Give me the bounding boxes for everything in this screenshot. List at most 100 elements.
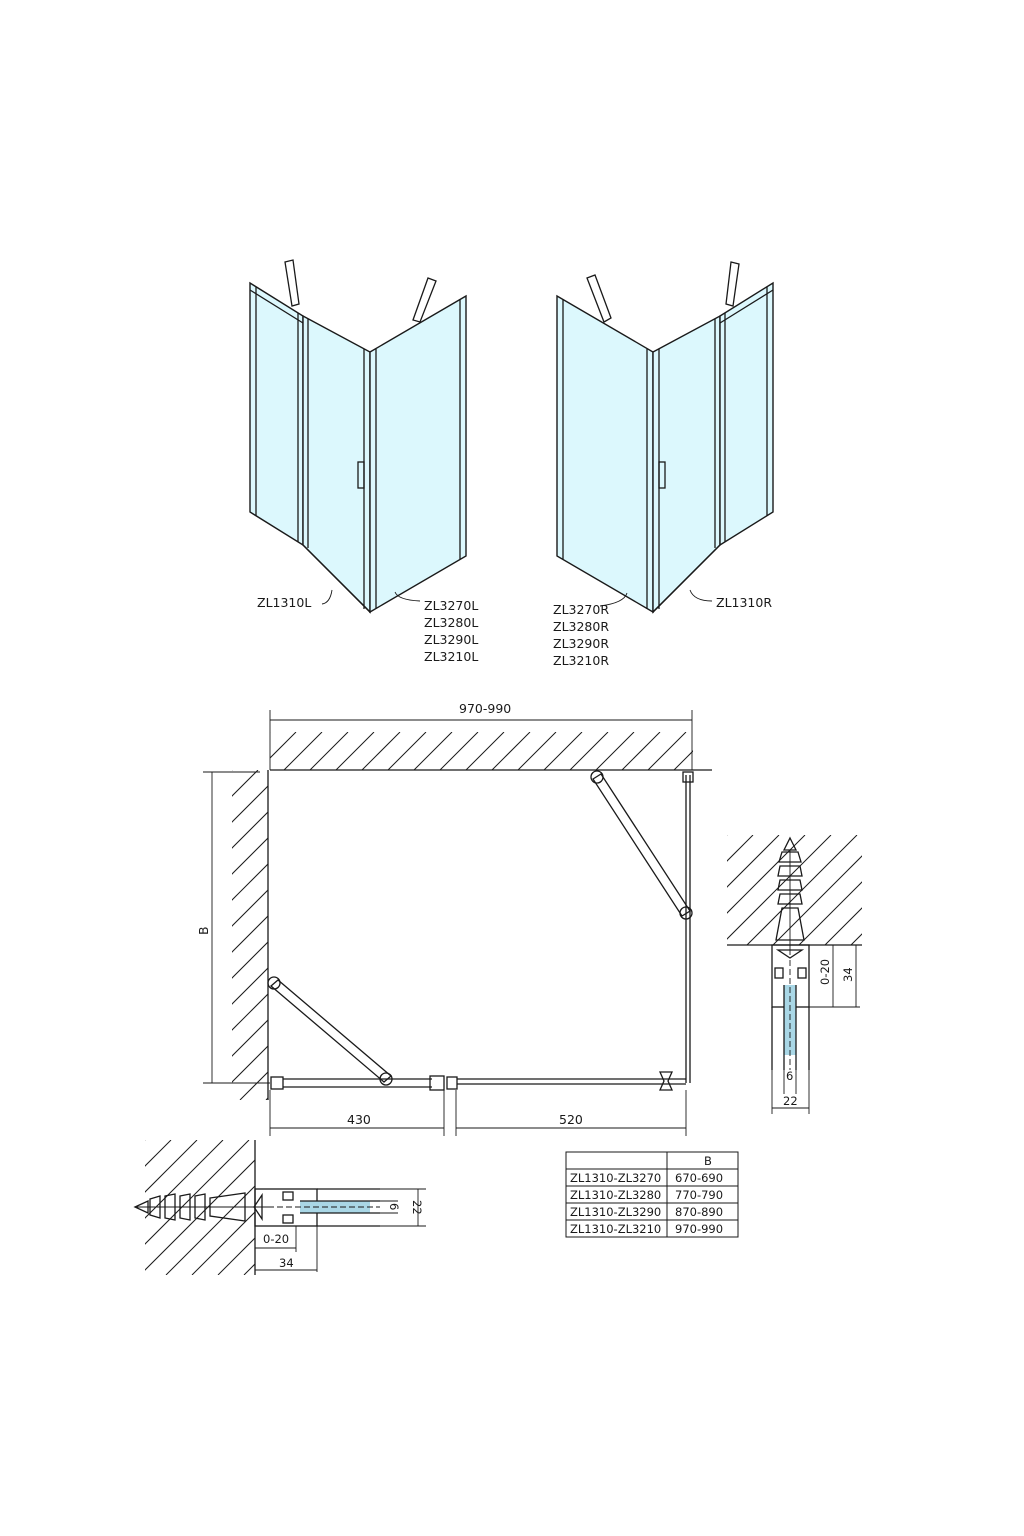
leader-line [394, 591, 421, 602]
hatch-line [726, 732, 764, 770]
plan-view: 970-990 B 430 520 [196, 701, 830, 1136]
hatch-line [727, 835, 754, 862]
hatch-line [413, 732, 453, 770]
table-cell-model: ZL1310-ZL3210 [570, 1222, 661, 1236]
wall-profile-detail-vertical: 0-20 34 6 22 [727, 835, 1024, 1114]
hatch-line [500, 770, 830, 1100]
hatch-line [929, 835, 1024, 945]
size-table: B ZL1310-ZL3270 670-690 ZL1310-ZL3280 77… [565, 1151, 739, 1238]
right-door-label: ZL1310R [716, 595, 772, 610]
door-handle [658, 461, 666, 489]
side-glass-panel [369, 294, 467, 614]
hatch-line [543, 732, 583, 770]
hatch-line [877, 835, 987, 945]
detail-b-adjust-dimension: 0-20 [263, 1232, 289, 1246]
hatch-line [232, 889, 268, 927]
hatch-line [344, 770, 674, 1100]
door-glass-panel [652, 314, 721, 614]
wall-anchor [775, 836, 805, 959]
door-handle-plan [658, 1071, 674, 1091]
hatch-line [335, 732, 375, 770]
stabilizer-clamp [679, 906, 693, 920]
hatch-line [145, 1140, 146, 1141]
left-version-view [249, 259, 467, 614]
left-panel-label-3: ZL3290L [424, 632, 478, 647]
wall-profile-detail-horizontal: 6 22 0-20 34 [133, 1140, 426, 1275]
stabilizer-mount [267, 976, 281, 990]
hatch-line [232, 837, 268, 875]
table-cell-model: ZL1310-ZL3270 [570, 1171, 661, 1185]
hatch-line [232, 770, 259, 797]
detail-depth-dimension: 34 [841, 967, 855, 982]
stabilizer-bar-plan [269, 979, 393, 1083]
door-glass-panel [302, 314, 371, 614]
hatch-line [232, 941, 268, 979]
detail-b-depth-dimension: 34 [279, 1256, 294, 1270]
detail-b-profile-dimension: 22 [410, 1200, 424, 1215]
wall-profile [682, 771, 694, 783]
hatch-line [569, 732, 609, 770]
detail-profile-dimension: 22 [783, 1094, 798, 1108]
top-wall-hatch [270, 732, 764, 770]
hatch-line [439, 732, 479, 770]
hatch-line [145, 1140, 224, 1219]
hatch-line [798, 881, 862, 945]
hatch-line [700, 732, 738, 770]
hatch-line [727, 835, 780, 888]
leader-line [321, 589, 333, 605]
right-version-view [556, 261, 774, 614]
table-cell-size: 670-690 [675, 1171, 723, 1185]
left-panel-label-1: ZL3270L [424, 598, 478, 613]
depth-dimension: B [196, 926, 211, 935]
left-panel-label-2: ZL3280L [424, 615, 478, 630]
left-panel-label-4: ZL3210L [424, 649, 478, 664]
right-panel-label-2: ZL3280R [553, 619, 609, 634]
hatch-line [145, 1140, 198, 1193]
hatch-line [232, 1045, 268, 1083]
stabilizer-mount [590, 770, 604, 784]
right-panel-label-4: ZL3210R [553, 653, 609, 668]
table-cell-size: 770-790 [675, 1188, 723, 1202]
hatch-line [165, 1185, 255, 1275]
hatch-line [318, 770, 648, 1100]
right-panel-label-1: ZL3270R [553, 602, 609, 617]
hatch-line [239, 1071, 268, 1100]
hatch-line [621, 732, 661, 770]
hatch-line [232, 993, 268, 1031]
hatch-line [217, 1237, 255, 1275]
hatch-line [191, 1211, 255, 1275]
hatch-line [727, 835, 806, 914]
table-header-b: B [704, 1154, 712, 1168]
fixed-glass-panel [249, 281, 304, 547]
hatch-line [387, 732, 427, 770]
stabilizer-bar [412, 277, 437, 323]
hatch-line [232, 811, 268, 849]
hatch-line [270, 732, 297, 759]
hatch-line [283, 732, 323, 770]
hatch-line [370, 770, 700, 1100]
hatch-line [448, 770, 778, 1100]
detail-glass-dimension: 6 [786, 1069, 793, 1083]
detail-b-glass-dimension: 6 [387, 1203, 401, 1210]
hatch-line [270, 732, 271, 733]
hatch-line [772, 855, 862, 945]
overall-width-dimension: 970-990 [459, 701, 511, 716]
hatch-line [145, 1140, 250, 1245]
hatch-line [850, 933, 862, 945]
left-door-label: ZL1310L [257, 595, 311, 610]
hatch-line [422, 770, 752, 1100]
hatch-line [145, 1159, 255, 1271]
hatch-line [673, 750, 693, 770]
leader-line [599, 592, 628, 607]
left-segment-dimension: 430 [347, 1112, 371, 1127]
fixed-glass-panel [719, 281, 774, 547]
table-cell-size: 970-990 [675, 1222, 723, 1236]
hatch-line [955, 835, 1024, 945]
hatch-line [232, 785, 268, 823]
hatch-line [647, 732, 687, 770]
stabilizer-bar-plan [592, 773, 691, 917]
stabilizer-bar [725, 261, 740, 307]
table-cell-model: ZL1310-ZL3280 [570, 1188, 661, 1202]
hatch-line [824, 907, 862, 945]
